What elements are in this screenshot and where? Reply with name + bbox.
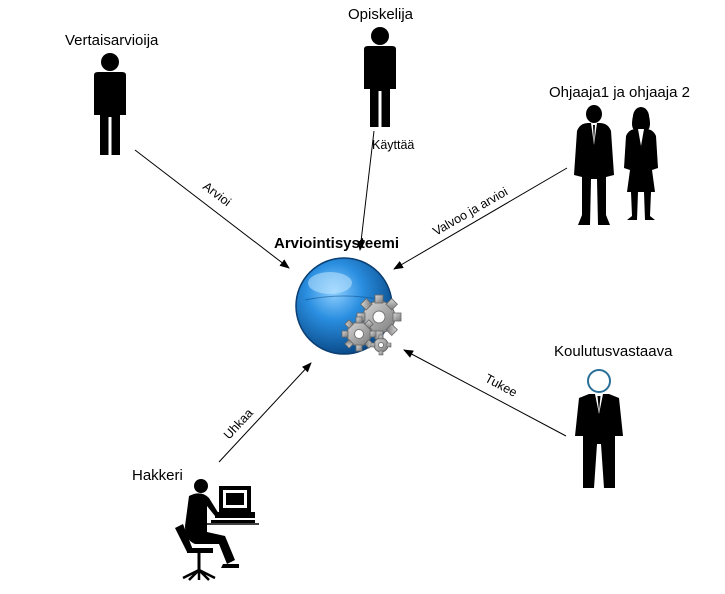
label-hakkeri: Hakkeri — [132, 467, 183, 484]
edge-uhkaa: Uhkaa — [218, 362, 312, 463]
edge-kayttaa: Käyttää — [357, 130, 414, 251]
edge-label-tukee: Tukee — [483, 371, 520, 399]
edge-label-uhkaa: Uhkaa — [221, 406, 256, 442]
opiskelija-person-icon — [364, 27, 396, 127]
label-opiskelija: Opiskelija — [348, 6, 414, 23]
edge-label-valvoo: Valvoo ja arvioi — [431, 185, 511, 239]
edge-label-kayttaa: Käyttää — [372, 138, 414, 152]
label-arviointisysteemi: Arviointisysteemi — [274, 235, 400, 252]
suited-person-outline-head-icon — [575, 369, 623, 488]
person-at-computer-icon — [175, 479, 259, 581]
label-ohjaajat: Ohjaaja1 ja ohjaaja 2 — [549, 84, 690, 101]
vertaisarvioija-person-icon — [94, 53, 126, 155]
edge-valvoo: Valvoo ja arvioi — [393, 167, 568, 270]
edge-arvioi: Arvioi — [134, 149, 290, 269]
label-vertaisarvioija: Vertaisarvioija — [65, 32, 159, 49]
label-koulutusvastaava: Koulutusvastaava — [554, 343, 673, 360]
globe-gears-icon — [295, 257, 402, 356]
edge-tukee: Tukee — [403, 349, 567, 437]
business-couple-icon — [574, 105, 658, 225]
edge-label-arvioi: Arvioi — [200, 179, 233, 209]
